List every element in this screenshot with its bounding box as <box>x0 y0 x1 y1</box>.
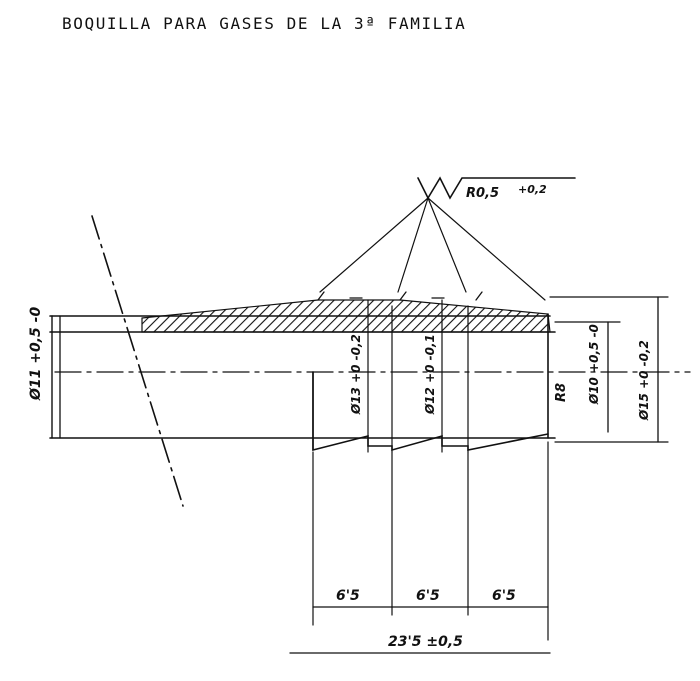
dim-step-2: 6'5 <box>416 588 440 604</box>
dim-inner-diameter-2: Ø12 +0 -0,1 <box>423 334 437 415</box>
dim-left-diameter: Ø11 +0,5 -0 <box>28 307 44 401</box>
dim-chamfer: R8 <box>554 383 569 402</box>
dim-total-length: 23'5 ±0,5 <box>388 634 463 650</box>
dim-bore-diameter: Ø10 +0,5 -0 <box>587 324 601 405</box>
dim-step-3: 6'5 <box>492 588 516 604</box>
surface-finish-tolerance: +0,2 <box>518 183 547 196</box>
surface-finish-symbol <box>417 176 576 200</box>
bottom-extension-lines <box>312 441 549 641</box>
break-line <box>91 215 184 507</box>
dim-step-1: 6'5 <box>336 588 360 604</box>
surface-finish-label: R0,5 <box>466 186 499 201</box>
surface-ticks <box>317 291 483 301</box>
page-title: BOQUILLA PARA GASES DE LA 3ª FAMILIA <box>62 14 467 33</box>
dim-inner-diameter-1: Ø13 +0 -0,2 <box>349 334 363 415</box>
dim-outer-diameter: Ø15 +0 -0,2 <box>637 340 651 421</box>
leader-lines <box>319 197 546 301</box>
